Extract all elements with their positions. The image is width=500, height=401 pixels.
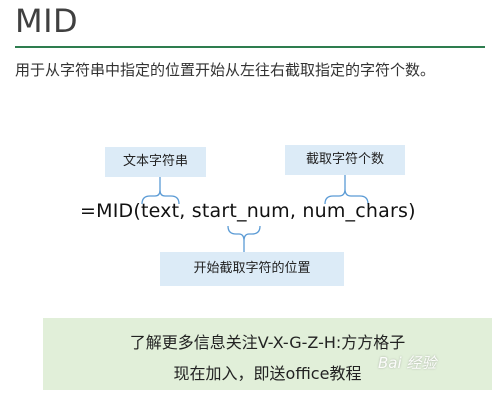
function-description: 用于从字符串中指定的位置开始从左往右截取指定的字符个数。 <box>15 61 436 79</box>
mid-formula: =MID(text, start_num, num_chars) <box>80 200 416 222</box>
label-num-chars: 截取字符个数 <box>285 145 405 175</box>
title-divider <box>15 46 485 48</box>
bracket-start-num <box>227 225 261 242</box>
promo-line-2: 现在加入，即送office教程 <box>173 364 362 383</box>
promo-box: 了解更多信息关注V-X-G-Z-H:方方格子 现在加入，即送office教程 <box>43 318 492 390</box>
promo-line-1: 了解更多信息关注V-X-G-Z-H:方方格子 <box>129 333 406 352</box>
watermark: Bai 经验 <box>378 354 437 372</box>
page-title: MID <box>15 2 79 40</box>
label-start-position: 开始截取字符的位置 <box>160 252 344 286</box>
label-text-string: 文本字符串 <box>105 147 206 177</box>
